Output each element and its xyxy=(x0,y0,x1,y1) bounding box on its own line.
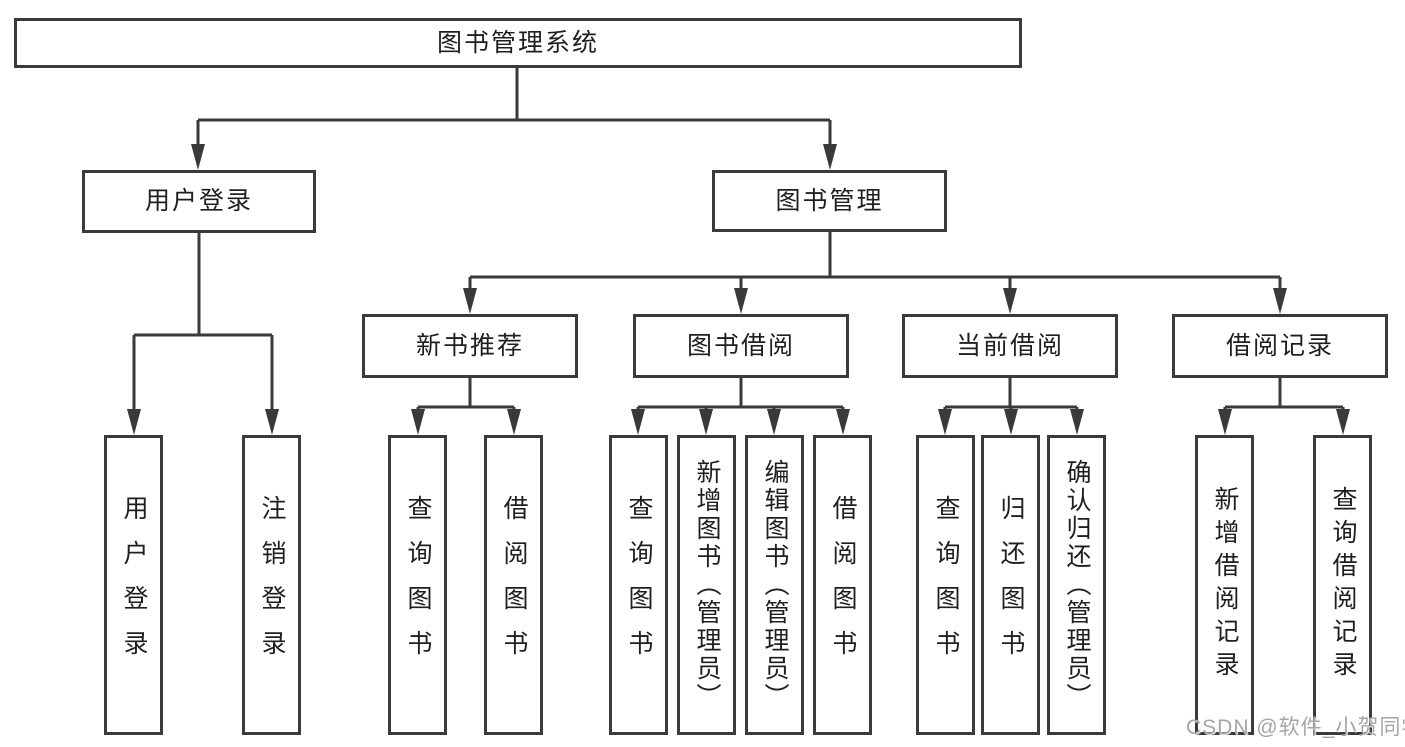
node-root-library-system: 图书管理系统 xyxy=(14,18,1022,68)
node-current-borrow: 当前借阅 xyxy=(902,314,1118,378)
node-book-borrow: 图书借阅 xyxy=(633,314,849,378)
leaf-edit-book-admin: 编辑图书（管理员） xyxy=(745,435,804,735)
node-borrow-records: 借阅记录 xyxy=(1172,314,1388,378)
leaf-query-books-recommend: 查询图书 xyxy=(388,435,447,735)
leaf-add-borrow-record: 新增借阅记录 xyxy=(1195,435,1254,735)
node-book-management-branch: 图书管理 xyxy=(712,170,947,232)
leaf-logout: 注销登录 xyxy=(242,435,301,735)
leaf-user-login: 用户登录 xyxy=(104,435,163,735)
leaf-borrow-books: 借阅图书 xyxy=(813,435,872,735)
leaf-borrow-books-recommend: 借阅图书 xyxy=(484,435,543,735)
leaf-query-borrow-record: 查询借阅记录 xyxy=(1313,435,1372,735)
node-user-login-branch: 用户登录 xyxy=(82,170,316,233)
leaf-query-books-borrow: 查询图书 xyxy=(609,435,668,735)
leaf-query-books-current: 查询图书 xyxy=(916,435,975,735)
leaf-add-book-admin: 新增图书（管理员） xyxy=(677,435,736,735)
arrowheads xyxy=(127,144,1350,435)
node-new-book-recommend: 新书推荐 xyxy=(362,314,578,378)
leaf-return-books: 归还图书 xyxy=(981,435,1040,735)
csdn-watermark: CSDN @软件_小贺同学 xyxy=(1186,716,1405,739)
leaf-confirm-return-admin: 确认归还（管理员） xyxy=(1047,435,1106,735)
